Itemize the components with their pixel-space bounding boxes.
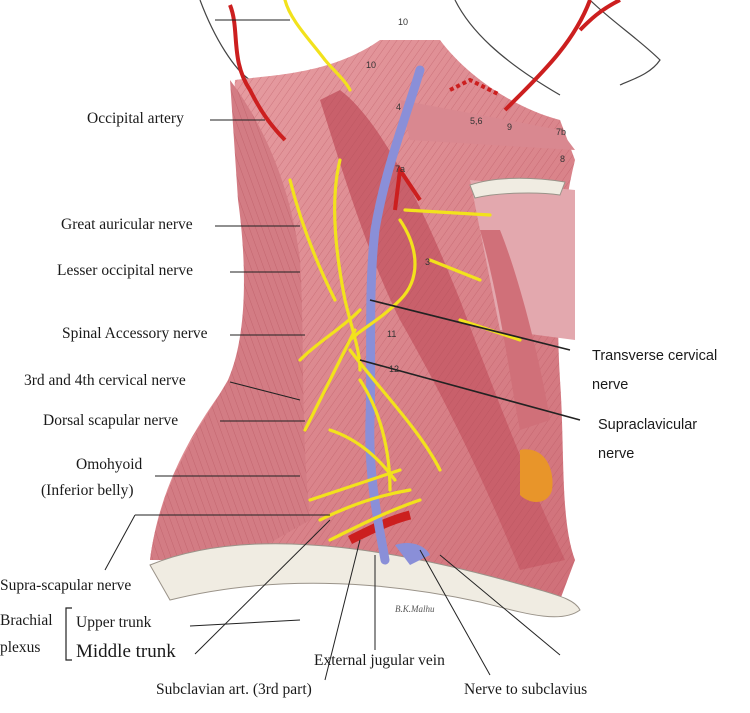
label-lesser-occipital-nerve: Lesser occipital nerve bbox=[57, 262, 193, 279]
label-supraclavicular-nerve-2: nerve bbox=[598, 446, 635, 462]
label-great-auricular-nerve: Great auricular nerve bbox=[61, 216, 193, 233]
label-cervical-nerves: 3rd and 4th cervical nerve bbox=[24, 372, 186, 389]
svg-text:10: 10 bbox=[398, 17, 408, 27]
artist-signature: B.K.Malhu bbox=[395, 604, 435, 614]
label-nerve-to-subclavius: Nerve to subclavius bbox=[464, 681, 588, 698]
svg-text:5,6: 5,6 bbox=[470, 116, 483, 126]
head-outline bbox=[199, 0, 661, 96]
label-transverse-cervical-nerve: Transverse cervical bbox=[592, 348, 718, 364]
svg-text:9: 9 bbox=[507, 122, 512, 132]
label-upper-trunk: Upper trunk bbox=[76, 614, 152, 631]
svg-text:7b: 7b bbox=[556, 127, 566, 137]
label-plexus: plexus bbox=[0, 639, 41, 656]
leader-lines bbox=[104, 19, 581, 681]
clavicle bbox=[149, 543, 581, 618]
brachial-bracket bbox=[65, 607, 72, 661]
nerves bbox=[283, 0, 522, 542]
thyroid-tissue bbox=[520, 449, 553, 502]
label-omohyoid: Omohyoid bbox=[76, 456, 143, 473]
label-middle-trunk: Middle trunk bbox=[76, 641, 176, 662]
label-occipital-artery: Occipital artery bbox=[87, 110, 184, 127]
label-external-jugular-vein: External jugular vein bbox=[314, 652, 445, 669]
label-supraclavicular-nerve: Supraclavicular bbox=[598, 417, 698, 433]
svg-text:10: 10 bbox=[366, 60, 376, 70]
label-subclavian-artery: Subclavian art. (3rd part) bbox=[156, 681, 312, 698]
label-transverse-cervical-nerve-2: nerve bbox=[592, 377, 629, 393]
label-brachial: Brachial bbox=[0, 612, 53, 629]
label-dorsal-scapular-nerve: Dorsal scapular nerve bbox=[43, 412, 179, 429]
label-supra-scapular-nerve: Supra-scapular nerve bbox=[0, 577, 132, 594]
neck-muscles bbox=[150, 40, 575, 600]
vein-confluence bbox=[395, 543, 430, 565]
svg-text:7a: 7a bbox=[395, 164, 405, 174]
label-spinal-accessory-nerve: Spinal Accessory nerve bbox=[62, 325, 208, 342]
label-omohyoid-belly: (Inferior belly) bbox=[41, 482, 134, 499]
svg-text:8: 8 bbox=[560, 154, 565, 164]
svg-text:4: 4 bbox=[396, 102, 401, 112]
svg-text:11: 11 bbox=[387, 329, 396, 339]
external-jugular-vein bbox=[365, 65, 425, 565]
svg-text:3: 3 bbox=[425, 257, 430, 267]
hyoid-bone bbox=[469, 177, 566, 199]
